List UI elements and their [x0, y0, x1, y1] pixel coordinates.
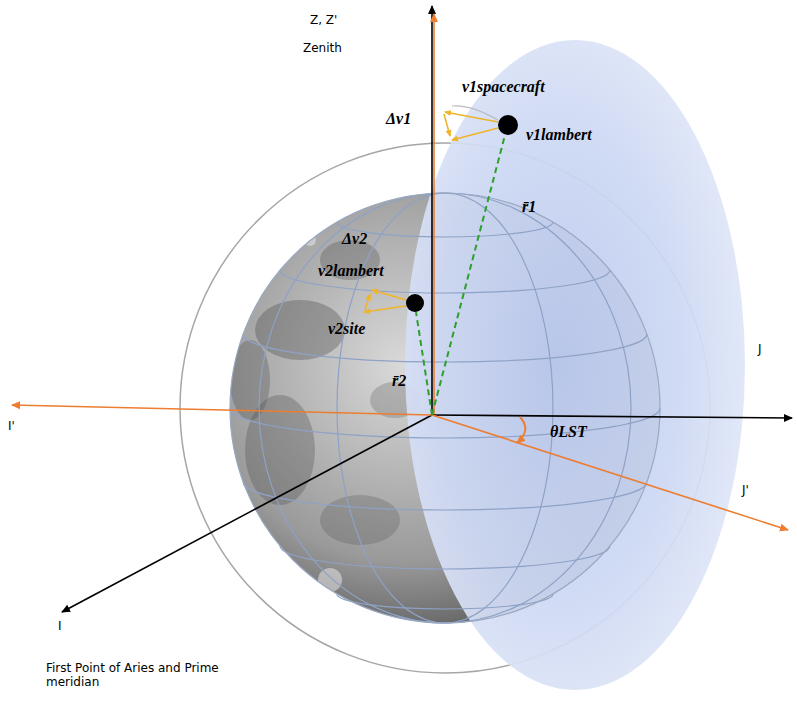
angle-label: θLST [550, 423, 587, 441]
vector-label: r̄2 [392, 372, 406, 390]
landing-site-dot [406, 294, 424, 312]
axis-label: J [758, 343, 762, 357]
vector-label: Δv2 [342, 230, 367, 248]
vector-label: Δv1 [386, 110, 411, 128]
lat-long-grid [230, 193, 660, 623]
axes [12, 6, 792, 612]
vector-label: v2lambert [318, 262, 384, 280]
axis-label: I' [8, 420, 15, 434]
vector-label: v1spacecraft [462, 78, 545, 96]
vector-label: r̄1 [522, 198, 536, 216]
axis-label: Z, Z' [310, 14, 337, 28]
vector-label: v1lambert [526, 126, 592, 144]
reference-note: First Point of Aries and Prime meridian [46, 662, 226, 690]
spacecraft-dot [498, 115, 518, 135]
vector-label: v2site [328, 320, 365, 338]
position-vectors [416, 135, 505, 415]
axis-label: Zenith [303, 42, 342, 56]
axis-label: J' [742, 484, 749, 498]
orbit-plane [405, 40, 745, 690]
axis-label: I [58, 620, 62, 634]
velocity-vectors [364, 106, 498, 312]
